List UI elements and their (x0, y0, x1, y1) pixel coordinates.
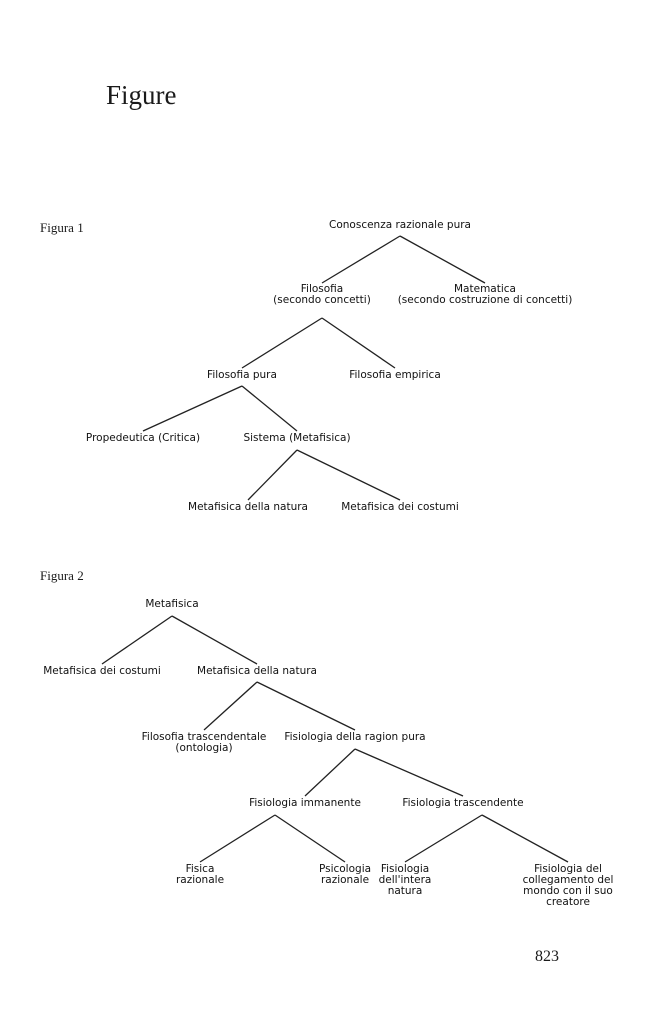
node-text-line: Psicologia (319, 863, 371, 875)
figure1-node-filosofia-pura: Filosofia pura (207, 369, 277, 381)
figure2-node-fisiologia: Fisiologia della ragion pura (284, 731, 425, 743)
node-text-line: razionale (321, 874, 369, 886)
figure1-edge-8 (296, 449, 401, 501)
node-text-line: Filosofia trascendentale (142, 731, 267, 743)
figure2-node-trascendente: Fisiologia trascendente (402, 797, 523, 809)
figure2-node-trascendentale: Filosofia trascendentale(ontologia) (142, 731, 267, 754)
figure-1-nodes: Conoscenza razionale puraFilosofia(secon… (86, 219, 572, 513)
figure1-edge-3 (241, 317, 323, 369)
figure2-edge-8 (274, 814, 346, 863)
figure1-node-filosofia: Filosofia(secondo concetti) (273, 283, 371, 306)
node-text-line: Metafisica (145, 598, 198, 610)
node-text-line: Metafisica della natura (197, 665, 317, 677)
figure2-edge-7 (199, 814, 276, 863)
node-text-line: creatore (546, 896, 590, 908)
figure2-edge-6 (354, 748, 464, 797)
figure1-edge-4 (321, 317, 396, 369)
figure2-node-natura: Metafisica della natura (197, 665, 317, 677)
figure2-edge-4 (256, 681, 356, 731)
node-text-line: Fisiologia del (534, 863, 602, 875)
node-text-line: natura (388, 885, 423, 897)
node-text-line: Propedeutica (Critica) (86, 432, 200, 444)
node-text-line: Conoscenza razionale pura (329, 219, 471, 231)
figure1-node-matematica: Matematica(secondo costruzione di concet… (398, 283, 573, 306)
figure1-node-propedeutica: Propedeutica (Critica) (86, 432, 200, 444)
node-text-line: (ontologia) (175, 742, 232, 754)
node-text-line: Filosofia pura (207, 369, 277, 381)
node-text-line: Metafisica dei costumi (43, 665, 161, 677)
node-text-line: Filosofia (301, 283, 343, 295)
figure1-edge-5 (142, 385, 243, 432)
figure1-node-metafisica-costumi: Metafisica dei costumi (341, 501, 459, 513)
section-title: Figure (106, 80, 177, 110)
figure1-node-filosofia-empirica: Filosofia empirica (349, 369, 441, 381)
node-text-line: Fisiologia trascendente (402, 797, 523, 809)
node-text-line: Filosofia empirica (349, 369, 441, 381)
figure2-edge-2 (171, 615, 258, 665)
figure-2-label: Figura 2 (40, 568, 84, 583)
figure2-edge-1 (101, 615, 173, 665)
node-text-line: Fisiologia della ragion pura (284, 731, 425, 743)
figure1-node-metafisica-natura: Metafisica della natura (188, 501, 308, 513)
figure1-node-sistema: Sistema (Metafisica) (243, 432, 350, 444)
node-text-line: (secondo costruzione di concetti) (398, 294, 573, 306)
figure1-node-root: Conoscenza razionale pura (329, 219, 471, 231)
node-text-line: Fisica (186, 863, 215, 875)
node-text-line: razionale (176, 874, 224, 886)
node-text-line: collegamento del (523, 874, 614, 886)
node-text-line: Sistema (Metafisica) (243, 432, 350, 444)
figure1-edge-7 (247, 449, 298, 501)
node-text-line: dell'intera (379, 874, 432, 886)
figure1-edge-2 (399, 235, 486, 284)
node-text-line: Metafisica della natura (188, 501, 308, 513)
page-number: 823 (535, 948, 559, 965)
figure2-edge-10 (481, 814, 569, 863)
node-text-line: Fisiologia immanente (249, 797, 361, 809)
node-text-line: mondo con il suo (523, 885, 613, 897)
figure-1-edges (142, 235, 486, 501)
figure2-node-root: Metafisica (145, 598, 198, 610)
node-text-line: Matematica (454, 283, 516, 295)
figure1-edge-6 (241, 385, 298, 432)
figure2-edge-9 (404, 814, 483, 863)
node-text-line: Fisiologia (381, 863, 429, 875)
figure-1-label: Figura 1 (40, 220, 84, 235)
figure2-edge-5 (304, 748, 356, 797)
figure2-node-costumi: Metafisica dei costumi (43, 665, 161, 677)
figure2-edge-3 (203, 681, 258, 731)
figure-2-edges (101, 615, 569, 863)
node-text-line: (secondo concetti) (273, 294, 371, 306)
figure1-edge-1 (321, 235, 401, 284)
figure2-node-immanente: Fisiologia immanente (249, 797, 361, 809)
node-text-line: Metafisica dei costumi (341, 501, 459, 513)
